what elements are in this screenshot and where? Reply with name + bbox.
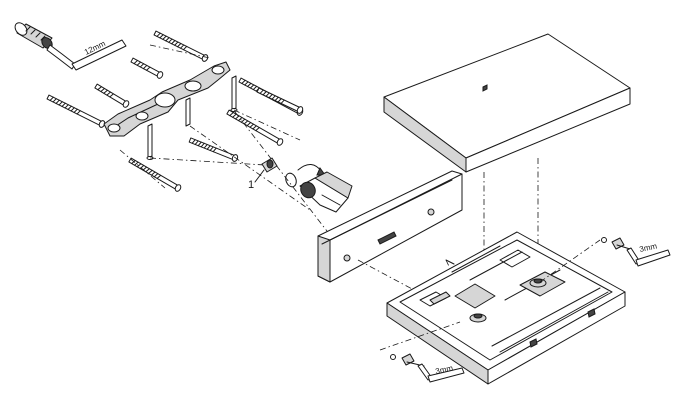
hex-key-3mm-right: 3mm xyxy=(626,241,671,267)
o-ring xyxy=(285,172,297,188)
screw xyxy=(188,137,239,162)
top-cover xyxy=(383,33,631,173)
screw xyxy=(94,83,130,108)
cover-plate xyxy=(317,170,463,283)
set-screw-bottom xyxy=(379,321,461,367)
screw xyxy=(256,87,304,114)
socket-tool xyxy=(14,22,53,49)
screw xyxy=(130,57,164,79)
screw xyxy=(128,157,182,192)
rotate-arrow xyxy=(297,164,326,176)
cartridge xyxy=(299,171,353,213)
hex-key-3mm-bottom: 3mm xyxy=(417,363,465,383)
mounting-screws xyxy=(46,30,304,192)
part-grommet: 1 xyxy=(248,157,278,191)
set-screw-right xyxy=(539,237,631,283)
assembly-leaders-left xyxy=(119,44,331,236)
base-housing xyxy=(386,231,626,385)
hex-key-12mm: 12mm xyxy=(46,39,127,71)
screw xyxy=(153,30,209,62)
mounting-bracket xyxy=(103,61,238,160)
part-number-label: 1 xyxy=(248,179,254,191)
screw xyxy=(46,94,106,128)
screw xyxy=(226,109,284,146)
key-size-label-right: 3mm xyxy=(639,241,659,254)
key-size-label-bottom: 3mm xyxy=(435,363,455,376)
